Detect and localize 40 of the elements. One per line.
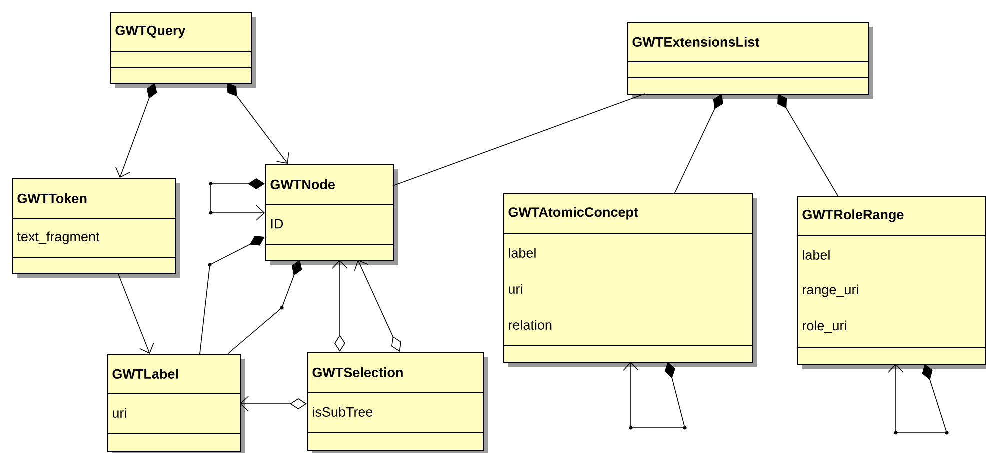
class-name: GWTSelection — [312, 368, 403, 378]
arrow — [888, 364, 949, 435]
attribute-text: uri — [509, 284, 522, 294]
connector-line — [778, 94, 838, 196]
arrow — [332, 260, 348, 352]
class-name: GWTQuery — [116, 26, 186, 38]
class-box — [106, 354, 245, 453]
attribute-text: range_uri — [803, 284, 858, 298]
class-name: GWTToken — [18, 194, 87, 204]
attribute-text: role_uri — [803, 320, 846, 334]
arrow — [116, 83, 158, 178]
class-name: GWTRoleRange — [802, 210, 904, 222]
arrow — [354, 260, 402, 352]
attribute-text: isSubTree — [313, 407, 373, 417]
attribute-text: uri — [113, 408, 126, 418]
connector-line — [674, 94, 724, 194]
arrow — [240, 396, 307, 412]
class-box — [502, 193, 757, 367]
class-box — [796, 196, 986, 369]
class-name: GWTAtomicConcept — [508, 207, 638, 220]
attribute-text: text_fragment — [17, 232, 100, 244]
attribute-text: label — [803, 250, 830, 260]
class-box — [110, 12, 256, 88]
class-box — [12, 178, 180, 278]
arrow — [209, 178, 265, 221]
class-box — [264, 164, 398, 265]
attribute-text: relation — [509, 320, 552, 330]
class-name: GWTNode — [270, 180, 335, 190]
class-box — [306, 352, 488, 453]
arrow — [227, 83, 290, 164]
arrow — [623, 362, 687, 430]
class-name: GWTExtensionsList — [632, 37, 760, 47]
attribute-text: label — [509, 248, 536, 258]
class-box — [626, 22, 873, 99]
arrow — [118, 272, 154, 354]
connector-line — [200, 236, 265, 354]
connector-line — [228, 260, 302, 354]
class-name: GWTLabel — [112, 369, 178, 379]
attribute-text: ID — [271, 219, 284, 229]
connector-line — [392, 94, 646, 186]
